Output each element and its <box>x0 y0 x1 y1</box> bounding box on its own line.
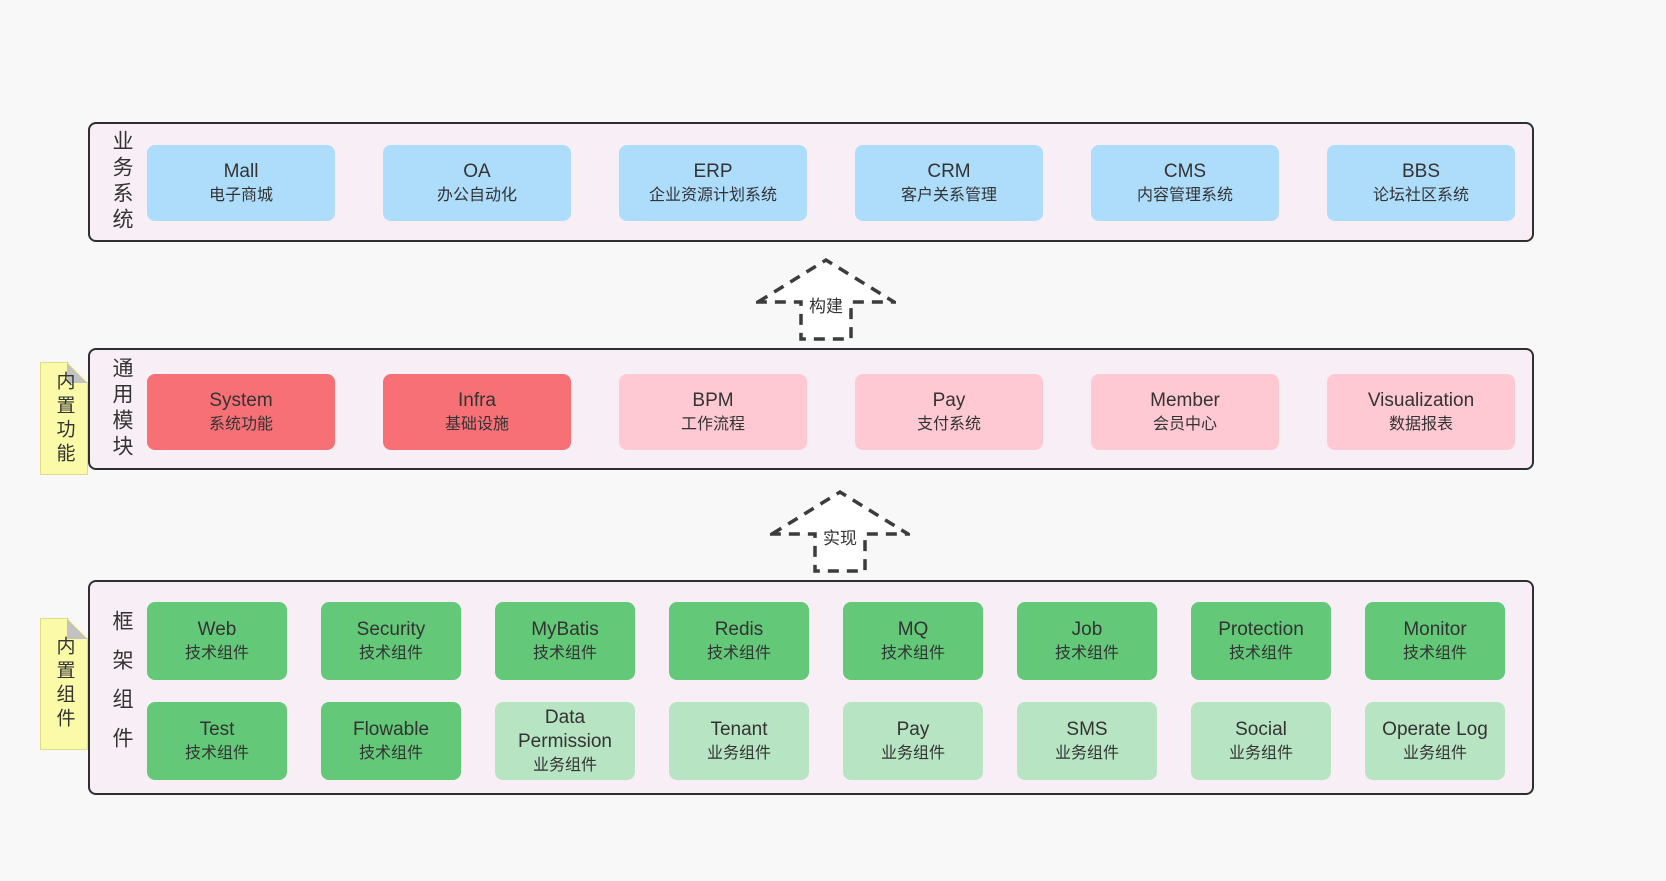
box-subtitle: 业务组件 <box>1402 744 1467 762</box>
box-infra: Infra 基础设施 <box>383 374 571 450</box>
box-crm: CRM 客户关系管理 <box>855 145 1043 221</box>
box-title: BBS <box>1401 160 1441 182</box>
box-erp: ERP 企业资源计划系统 <box>619 145 807 221</box>
sticky-note-builtin-components: 内置组件 <box>40 618 88 750</box>
sticky-label: 内置组件 <box>53 636 75 732</box>
box-title: Pay <box>932 389 966 411</box>
box-subtitle: 办公自动化 <box>436 186 517 204</box>
box-subtitle: 技术组件 <box>358 644 423 662</box>
box-title: Job <box>1071 618 1103 640</box>
box-subtitle: 技术组件 <box>532 644 597 662</box>
box-subtitle: 系统功能 <box>208 415 273 433</box>
box-title: Data Permission <box>518 706 612 753</box>
box-title: Tenant <box>710 718 768 740</box>
box-title: Operate Log <box>1382 718 1488 740</box>
box-subtitle: 基础设施 <box>444 415 509 433</box>
box-subtitle: 技术组件 <box>1402 644 1467 662</box>
box-pay-component: Pay 业务组件 <box>843 702 983 780</box>
box-member: Member 会员中心 <box>1091 374 1279 450</box>
panel-label-common-modules: 通用模块 <box>110 357 133 461</box>
box-bpm: BPM 工作流程 <box>619 374 807 450</box>
box-title: System <box>209 389 273 411</box>
panel-framework-components: 框架组件 Web 技术组件 Security 技术组件 MyBatis 技术组件… <box>88 580 1534 795</box>
box-redis: Redis 技术组件 <box>669 602 809 680</box>
arrow-build: 构建 <box>756 256 896 342</box>
box-subtitle: 业务组件 <box>880 744 945 762</box>
box-subtitle: 数据报表 <box>1388 415 1453 433</box>
panel-business-systems: 业务系统 Mall 电子商城 OA 办公自动化 ERP 企业资源计划系统 CRM… <box>88 122 1534 242</box>
box-title: Visualization <box>1367 389 1475 411</box>
box-title: Infra <box>457 389 497 411</box>
box-subtitle: 业务组件 <box>706 744 771 762</box>
box-mall: Mall 电子商城 <box>147 145 335 221</box>
box-protection: Protection 技术组件 <box>1191 602 1331 680</box>
box-social: Social 业务组件 <box>1191 702 1331 780</box>
sticky-label: 内置功能 <box>53 370 75 467</box>
box-title: MQ <box>897 618 929 640</box>
box-subtitle: 业务组件 <box>532 756 597 774</box>
panel-label-business-systems: 业务系统 <box>110 130 133 234</box>
arrow-build-label: 构建 <box>806 292 846 317</box>
box-subtitle: 技术组件 <box>184 644 249 662</box>
box-title: CRM <box>927 160 971 182</box>
box-title: Redis <box>714 618 764 640</box>
arrow-implement-label: 实现 <box>820 524 860 549</box>
box-title: Flowable <box>352 718 430 740</box>
box-subtitle: 技术组件 <box>1228 644 1293 662</box>
box-subtitle: 工作流程 <box>680 415 745 433</box>
box-subtitle: 客户关系管理 <box>900 186 997 204</box>
box-title: Protection <box>1218 618 1304 640</box>
box-subtitle: 技术组件 <box>1054 644 1119 662</box>
box-title: Monitor <box>1403 618 1467 640</box>
box-flowable: Flowable 技术组件 <box>321 702 461 780</box>
box-job: Job 技术组件 <box>1017 602 1157 680</box>
box-subtitle: 技术组件 <box>880 644 945 662</box>
box-subtitle: 内容管理系统 <box>1136 186 1233 204</box>
box-title: BPM <box>692 389 734 411</box>
box-mq: MQ 技术组件 <box>843 602 983 680</box>
box-test: Test 技术组件 <box>147 702 287 780</box>
box-system: System 系统功能 <box>147 374 335 450</box>
box-title: SMS <box>1066 718 1108 740</box>
box-subtitle: 电子商城 <box>208 186 273 204</box>
box-title: Mall <box>223 160 259 182</box>
box-title: CMS <box>1163 160 1207 182</box>
box-title: ERP <box>693 160 733 182</box>
box-security: Security 技术组件 <box>321 602 461 680</box>
box-monitor: Monitor 技术组件 <box>1365 602 1505 680</box>
box-subtitle: 企业资源计划系统 <box>648 186 777 204</box>
box-data-permission: Data Permission 业务组件 <box>495 702 635 780</box>
box-sms: SMS 业务组件 <box>1017 702 1157 780</box>
box-title: Pay <box>896 718 930 740</box>
box-title: Member <box>1150 389 1220 411</box>
panel-common-modules: 通用模块 System 系统功能 Infra 基础设施 BPM 工作流程 Pay… <box>88 348 1534 470</box>
box-title: Test <box>199 718 235 740</box>
box-oa: OA 办公自动化 <box>383 145 571 221</box>
box-mybatis: MyBatis 技术组件 <box>495 602 635 680</box>
box-title: OA <box>463 160 491 182</box>
box-title: MyBatis <box>531 618 599 640</box>
box-tenant: Tenant 业务组件 <box>669 702 809 780</box>
box-subtitle: 论坛社区系统 <box>1372 186 1469 204</box>
box-cms: CMS 内容管理系统 <box>1091 145 1279 221</box>
panel-label-framework-components: 框架组件 <box>110 609 133 766</box>
box-subtitle: 技术组件 <box>358 744 423 762</box>
box-subtitle: 技术组件 <box>706 644 771 662</box>
box-subtitle: 支付系统 <box>916 415 981 433</box>
box-title: Web <box>197 618 237 640</box>
box-web: Web 技术组件 <box>147 602 287 680</box>
box-subtitle: 业务组件 <box>1054 744 1119 762</box>
box-subtitle: 业务组件 <box>1228 744 1293 762</box>
box-pay-module: Pay 支付系统 <box>855 374 1043 450</box>
box-title: Social <box>1235 718 1287 740</box>
box-operate-log: Operate Log 业务组件 <box>1365 702 1505 780</box>
sticky-note-builtin-features: 内置功能 <box>40 362 88 475</box>
arrow-implement: 实现 <box>770 488 910 574</box>
box-title: Security <box>356 618 426 640</box>
box-subtitle: 技术组件 <box>184 744 249 762</box>
box-visualization: Visualization 数据报表 <box>1327 374 1515 450</box>
box-subtitle: 会员中心 <box>1152 415 1217 433</box>
box-bbs: BBS 论坛社区系统 <box>1327 145 1515 221</box>
